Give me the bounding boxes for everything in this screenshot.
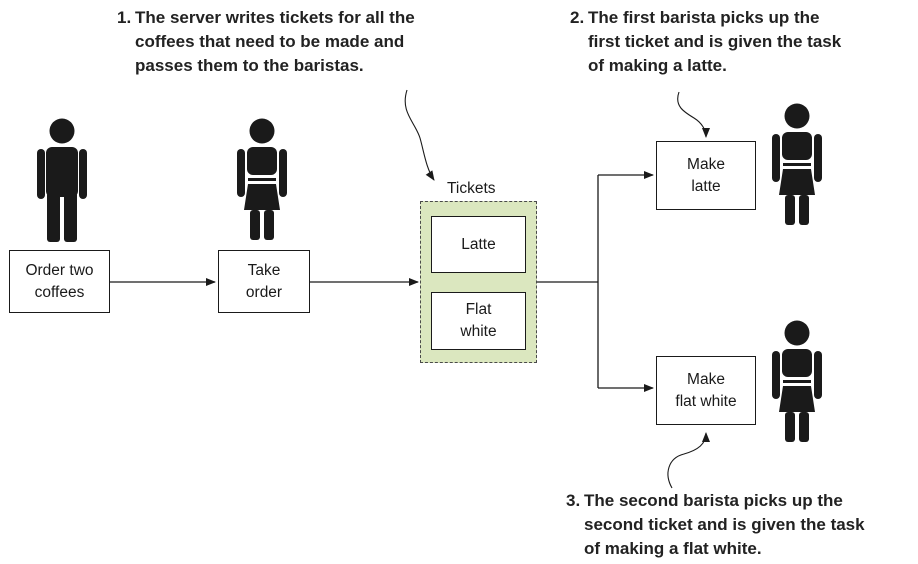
annotation-line: coffees that need to be made and [135, 32, 405, 51]
callout-arrow-note1 [404, 89, 435, 181]
box-line: latte [691, 177, 721, 195]
box-line: Make [687, 370, 725, 388]
annotation-line: of making a latte. [588, 56, 727, 75]
make-latte-box: Make latte [656, 141, 756, 210]
tickets-label: Tickets [447, 180, 496, 197]
latte-ticket: Latte [431, 216, 526, 273]
annotation-line: The server writes tickets for all the [135, 8, 415, 27]
callout-arrow-note3 [667, 432, 710, 489]
annotation-number: 3. [566, 491, 581, 510]
annotation-number: 2. [570, 8, 585, 27]
annotation-1: 1.The server writes tickets for all the … [117, 6, 415, 78]
annotation-3: 3.The second barista picks up the second… [566, 489, 865, 561]
box-line: flat white [675, 392, 737, 410]
box-line: order [245, 283, 283, 301]
callout-arrow-note2 [677, 91, 710, 138]
annotation-line: The second barista picks up the [584, 491, 843, 510]
woman-icon [237, 118, 287, 240]
annotation-line: The first barista picks up the [588, 8, 820, 27]
annotation-line: passes them to the baristas. [135, 56, 364, 75]
box-line: Order two [25, 261, 94, 279]
make-flat-white-box: Make flat white [656, 356, 756, 425]
box-line: Make [687, 155, 725, 173]
annotation-line: first ticket and is given the task [588, 32, 842, 51]
annotation-line: second ticket and is given the task [584, 515, 865, 534]
man-icon [37, 118, 87, 242]
order-box: Order two coffees [9, 250, 110, 313]
box-line: coffees [34, 283, 85, 301]
annotation-line: of making a flat white. [584, 539, 762, 558]
woman-icon [772, 320, 822, 442]
box-line: Take [247, 261, 281, 279]
annotation-number: 1. [117, 8, 132, 27]
box-line: Flat [465, 301, 492, 318]
woman-icon [772, 103, 822, 225]
take-order-box: Take order [218, 250, 310, 313]
flat-white-ticket: Flat white [431, 292, 526, 350]
annotation-2: 2.The first barista picks up the first t… [570, 6, 841, 78]
box-line: white [460, 323, 497, 340]
box-line: Latte [461, 235, 496, 253]
